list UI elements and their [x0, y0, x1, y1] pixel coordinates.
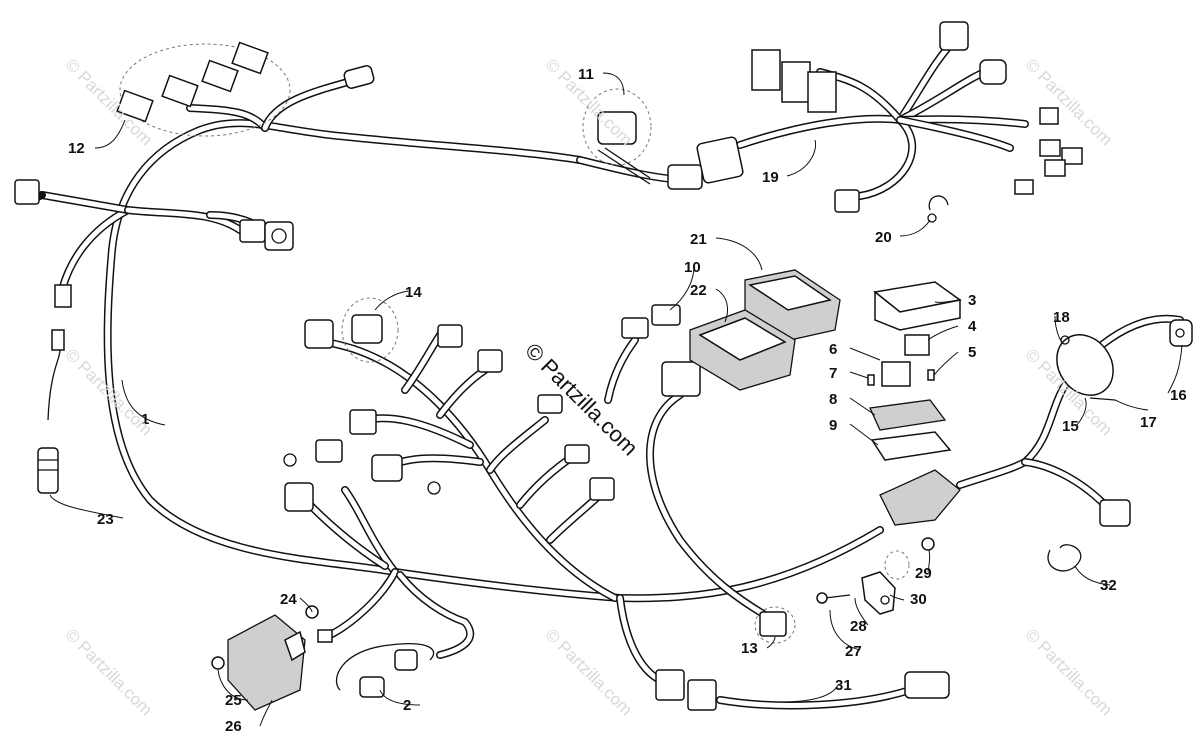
connector-left: [14, 179, 294, 308]
callout-29: 29: [915, 565, 932, 582]
connector-right: [1099, 499, 1131, 527]
connector-10: [621, 304, 701, 397]
callout-32: 32: [1100, 577, 1117, 594]
fuse-block-base: [879, 469, 961, 526]
callout-15: 15: [1062, 418, 1079, 435]
callout-18: 18: [1053, 309, 1070, 326]
clip-20: [927, 195, 949, 223]
sensor-23: [37, 329, 65, 494]
fuse-box-cover-3: [873, 281, 962, 331]
clamp-32: [1047, 544, 1082, 572]
bracket-27-30: [816, 537, 935, 615]
connector-11: [582, 88, 744, 190]
fuse-panel-8-9: [869, 399, 952, 461]
connector-14: [283, 297, 615, 512]
callout-20: 20: [875, 229, 892, 246]
callout-27: 27: [845, 643, 862, 660]
relays-4-5-6-7: [867, 334, 935, 387]
callout-13: 13: [741, 640, 758, 657]
callout-10: 10: [684, 259, 701, 276]
callout-3: 3: [968, 292, 976, 309]
callout-17: 17: [1140, 414, 1157, 431]
callout-1: 1: [141, 411, 149, 428]
callout-22: 22: [690, 282, 707, 299]
connector-13: [754, 606, 796, 644]
main-wiring-harness: [26, 36, 1184, 710]
cdi-box-21: [744, 269, 841, 341]
callout-25: 25: [225, 692, 242, 709]
callout-30: 30: [910, 591, 927, 608]
callout-9: 9: [829, 417, 837, 434]
connector-31: [655, 669, 950, 711]
connector-19-fuse-blocks: [751, 21, 1083, 213]
callout-26: 26: [225, 718, 242, 735]
diode-2: [335, 643, 435, 698]
callout-8: 8: [829, 391, 837, 408]
ecu-22: [689, 309, 796, 391]
regulator-26: [211, 605, 333, 711]
connector-group-12: [116, 41, 375, 137]
callout-11: 11: [578, 66, 594, 83]
callout-7: 7: [829, 365, 837, 382]
leader-lines: [49, 72, 1183, 727]
callout-21: 21: [690, 231, 707, 248]
callout-23: 23: [97, 511, 114, 528]
callout-labels: 1 2 3 4 5 6 7 8 9 10 11 12 13 14 15 16 1…: [68, 66, 1187, 735]
callout-24: 24: [280, 591, 297, 608]
relay-15-16: [1056, 319, 1193, 401]
callout-6: 6: [829, 341, 837, 358]
callout-14: 14: [405, 284, 422, 301]
callout-2: 2: [403, 697, 411, 714]
callout-31: 31: [835, 677, 852, 694]
callout-28: 28: [850, 618, 867, 635]
callout-19: 19: [762, 169, 779, 186]
callout-12: 12: [68, 140, 85, 157]
callout-5: 5: [968, 344, 976, 361]
callout-4: 4: [968, 318, 977, 335]
callout-16: 16: [1170, 387, 1187, 404]
